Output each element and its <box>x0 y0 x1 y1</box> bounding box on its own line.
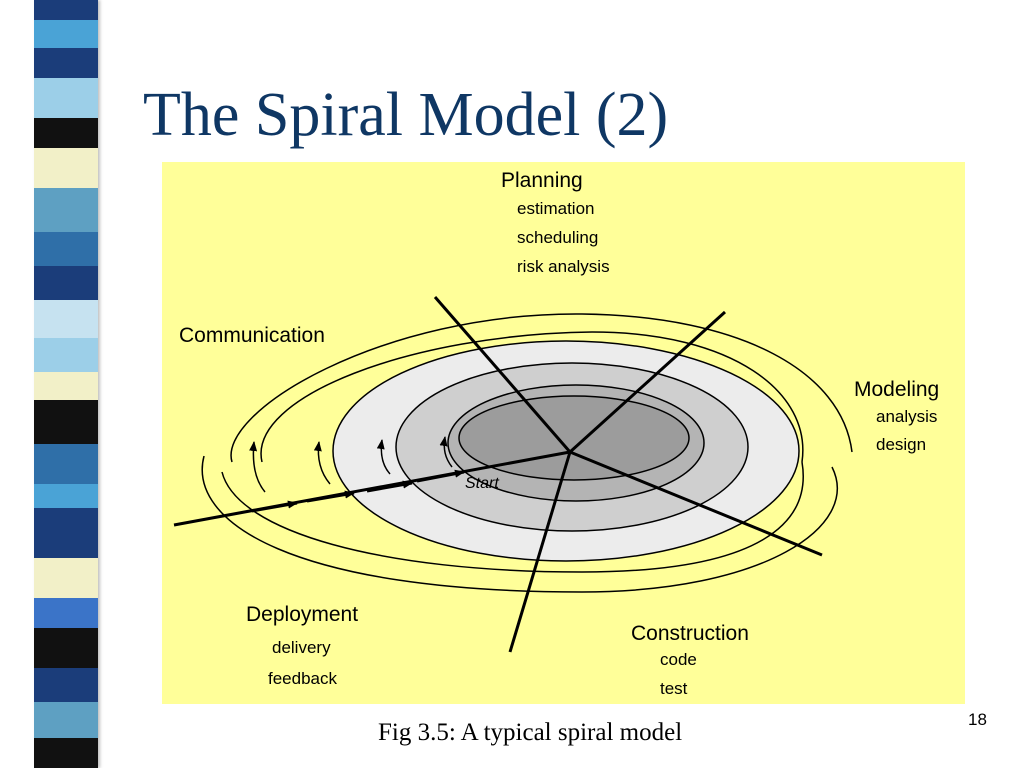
deployment-activity-feedback: feedback <box>268 669 337 688</box>
axis-arrow-4 <box>416 469 465 483</box>
sidebar-block <box>34 188 98 232</box>
sidebar-block <box>34 702 98 738</box>
loop-arrow-2 <box>313 441 331 485</box>
sidebar-block <box>34 444 98 484</box>
sidebar-block <box>34 484 98 508</box>
sidebar-block <box>34 598 98 628</box>
planning-activity-estimation: estimation <box>517 199 595 218</box>
sidebar-block <box>34 48 98 78</box>
planning-activity-scheduling: scheduling <box>517 228 599 247</box>
sidebar-block <box>34 738 98 768</box>
modeling-divider-line <box>568 310 727 454</box>
sidebar-block <box>34 148 98 188</box>
sidebar-block <box>34 400 98 444</box>
sidebar-block <box>34 372 98 400</box>
sidebar-block <box>34 20 98 48</box>
planning-activity-risk-analysis: risk analysis <box>517 257 610 276</box>
spiral-model-diagram: Planning estimation scheduling risk anal… <box>162 162 965 704</box>
outer-spiral-arc-4 <box>221 461 804 573</box>
slide-title: The Spiral Model (2) <box>143 81 669 149</box>
start-label: Start <box>465 475 499 492</box>
figure-caption: Fig 3.5: A typical spiral model <box>378 719 683 746</box>
sidebar-block <box>34 508 98 558</box>
sidebar-block <box>34 668 98 702</box>
spiral-graphic <box>173 296 853 653</box>
axis-arrow-3 <box>366 480 413 493</box>
axis-arrow-1 <box>251 500 298 513</box>
construction-label: Construction <box>631 622 749 645</box>
modeling-activity-design: design <box>876 435 927 454</box>
spiral-band-inner <box>458 395 690 481</box>
sidebar-block <box>34 266 98 300</box>
sidebar-block <box>34 78 98 118</box>
sidebar-block <box>34 300 98 338</box>
sidebar-block <box>34 628 98 668</box>
modeling-label: Modeling <box>854 378 940 401</box>
construction-activity-code: code <box>660 650 697 669</box>
decorative-sidebar-strip <box>34 0 98 768</box>
loop-arrow-1 <box>249 441 266 493</box>
outer-spiral-arc <box>201 455 838 593</box>
sidebar-block <box>34 558 98 598</box>
axis-arrow-2 <box>306 490 355 503</box>
planning-divider-line <box>433 296 572 453</box>
page-number: 18 <box>968 710 987 729</box>
start-axis-line <box>173 450 571 527</box>
sidebar-block <box>34 0 98 20</box>
communication-label: Communication <box>179 324 325 347</box>
outer-spiral-arc-3 <box>260 331 804 463</box>
deployment-divider-line <box>508 451 572 653</box>
loop-arrow-4 <box>439 436 453 468</box>
deployment-label: Deployment <box>246 603 359 626</box>
modeling-activity-analysis: analysis <box>876 407 938 426</box>
sidebar-block <box>34 118 98 148</box>
planning-label: Planning <box>501 169 583 192</box>
loop-arrow-3 <box>376 439 391 475</box>
sidebar-block <box>34 338 98 372</box>
outer-spiral-arc-2 <box>230 313 853 463</box>
construction-divider-line <box>569 450 823 557</box>
deployment-activity-delivery: delivery <box>272 638 331 657</box>
sidebar-block <box>34 232 98 266</box>
construction-activity-test: test <box>660 679 688 698</box>
